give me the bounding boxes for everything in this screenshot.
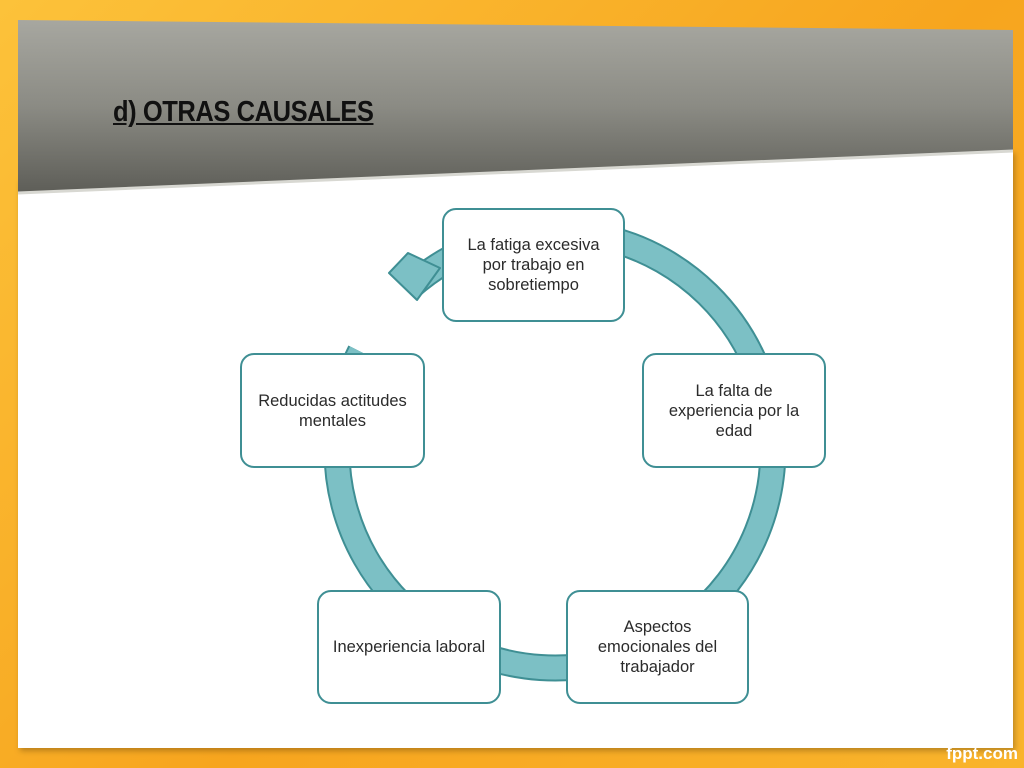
cycle-node-fatiga: La fatiga excesiva por trabajo en sobret… xyxy=(442,208,625,322)
cycle-arrowhead xyxy=(388,252,441,301)
header-band xyxy=(18,20,1013,192)
cycle-node-actitudes-mentales: Reducidas actitudes mentales xyxy=(240,353,425,468)
cycle-node-falta-experiencia: La falta de experiencia por la edad xyxy=(642,353,826,468)
content-panel xyxy=(18,150,1013,748)
cycle-node-aspectos-emocionales: Aspectos emocionales del trabajador xyxy=(566,590,749,704)
watermark-logo: fppt.com xyxy=(946,744,1018,763)
slide-title: d) OTRAS CAUSALES xyxy=(113,96,374,128)
cycle-node-inexperiencia-laboral: Inexperiencia laboral xyxy=(317,590,501,704)
header-band-edge xyxy=(17,149,1014,195)
